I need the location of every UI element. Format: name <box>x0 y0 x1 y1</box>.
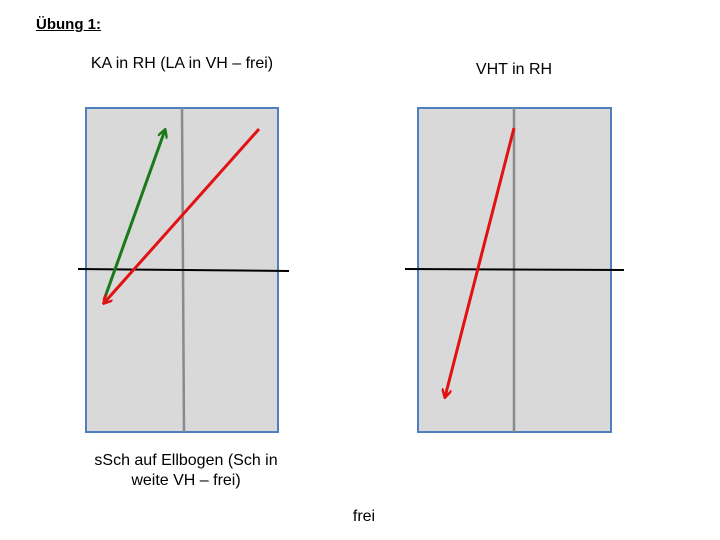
left-red-arrow <box>104 128 261 303</box>
left-diagram-bottom-label: sSch auf Ellbogen (Sch in weite VH – fre… <box>94 452 278 489</box>
left-diagram-top-label: KA in RH (LA in VH – frei) <box>90 55 274 72</box>
left-panel <box>77 107 290 433</box>
right-panel <box>404 107 625 433</box>
left-panel-baseline <box>77 268 290 272</box>
bottom-center-label: frei <box>352 508 376 525</box>
right-diagram-top-label: VHT in RH <box>475 61 553 78</box>
right-panel-baseline <box>404 268 625 271</box>
exercise-heading: Übung 1: <box>36 16 101 33</box>
right-red-arrow <box>445 127 516 397</box>
left-green-arrow <box>102 130 165 301</box>
